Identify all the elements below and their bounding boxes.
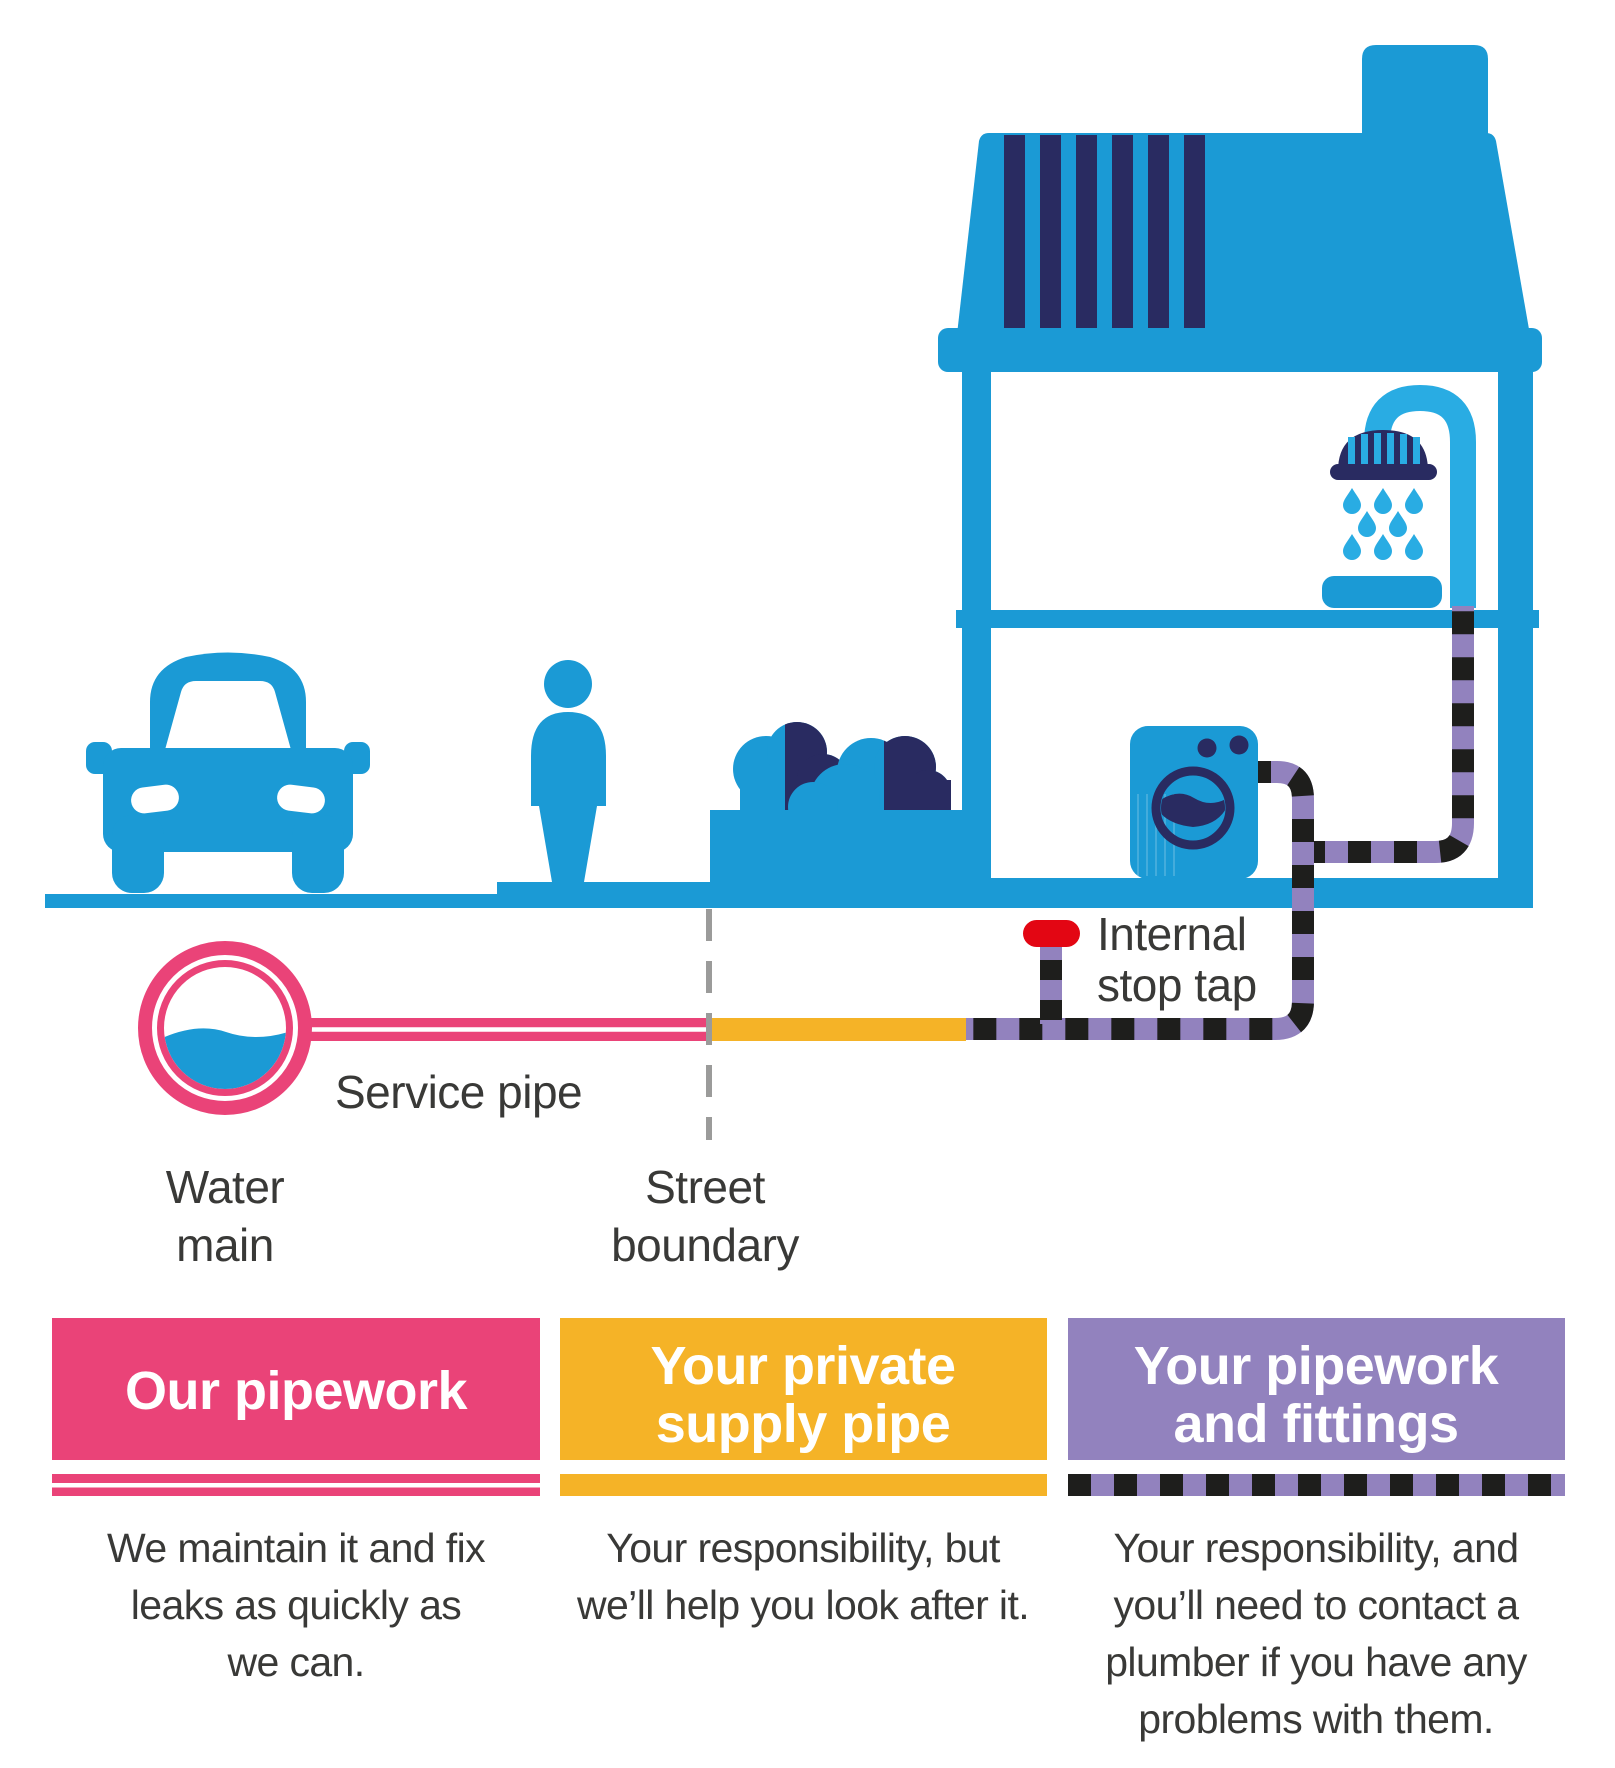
legend: Our pipework We maintain it and fix leak… — [52, 1318, 1565, 1742]
shower-head-stripes — [1348, 433, 1420, 467]
legend-box-purple — [1068, 1318, 1565, 1460]
washing-machine-knob — [1197, 738, 1217, 758]
house-icon — [938, 45, 1542, 878]
legend-title: Our pipework — [125, 1361, 469, 1421]
legend-pipe-sample-yellow — [560, 1474, 1047, 1496]
shower-pipe — [1364, 384, 1476, 608]
water-main-label: main — [176, 1219, 274, 1271]
house-floor — [956, 610, 1539, 628]
shower-head-base — [1330, 464, 1437, 480]
legend-box-pink — [52, 1318, 540, 1460]
chimney — [1362, 45, 1488, 140]
person-head — [544, 660, 592, 708]
legend-item-private-supply-pipe: Your private supply pipe Your responsibi… — [560, 1318, 1047, 1628]
legend-title: and fittings — [1174, 1394, 1459, 1454]
car-wheel-left — [112, 815, 164, 893]
water-main-label: Water — [166, 1161, 285, 1213]
legend-title: Your private — [650, 1336, 955, 1396]
washing-machine-water — [1161, 793, 1225, 827]
legend-title: Your pipework — [1134, 1336, 1500, 1396]
legend-description: Your responsibility, and — [1114, 1525, 1519, 1571]
legend-box-yellow — [560, 1318, 1047, 1460]
person-icon — [531, 660, 606, 882]
car-headlight-right — [277, 784, 325, 814]
water-main-icon — [138, 941, 312, 1115]
car-underbody-gap — [166, 852, 290, 894]
service-pipe-label: Service pipe — [335, 1066, 582, 1118]
diagram-labels: Service pipe Water main Street boundary … — [166, 908, 1257, 1271]
legend-description: we’ll help you look after it. — [576, 1582, 1029, 1628]
legend-description: We maintain it and fix — [107, 1525, 486, 1571]
shower-icon — [1322, 384, 1476, 608]
washing-machine-icon — [1130, 726, 1258, 879]
garden-wall — [710, 810, 962, 908]
street-boundary-label: Street — [645, 1161, 765, 1213]
stop-tap-icon — [1023, 920, 1080, 947]
roof-tiles — [1004, 135, 1205, 328]
legend-description: plumber if you have any — [1105, 1639, 1528, 1685]
legend-title: supply pipe — [656, 1394, 951, 1454]
house-ground — [962, 878, 1533, 908]
internal-stop-tap-label: stop tap — [1097, 959, 1257, 1011]
washing-machine-drum — [1151, 766, 1235, 850]
roof — [955, 133, 1533, 352]
legend-description: you’ll need to contact a — [1114, 1582, 1520, 1628]
legend-description: Your responsibility, but — [606, 1525, 1001, 1571]
street-boundary-label: boundary — [611, 1219, 799, 1271]
internal-pipework — [966, 606, 1474, 1040]
legend-pipe-sample-pink-line — [52, 1483, 540, 1488]
legend-description: problems with them. — [1138, 1696, 1493, 1742]
shower-droplets — [1343, 488, 1423, 560]
legend-item-our-pipework: Our pipework We maintain it and fix leak… — [52, 1318, 540, 1685]
washing-machine-knob — [1229, 735, 1249, 755]
internal-stop-tap-label: Internal — [1097, 908, 1246, 960]
car-headlight-left — [131, 784, 179, 814]
legend-description: leaks as quickly as — [131, 1582, 462, 1628]
roof-eave — [938, 328, 1542, 372]
shower-tray — [1322, 576, 1442, 608]
ground — [45, 810, 1533, 908]
legend-description: we can. — [226, 1639, 364, 1685]
car-icon — [86, 652, 370, 894]
car-wheel-right — [292, 815, 344, 893]
person-body — [531, 712, 606, 882]
legend-item-pipework-and-fittings: Your pipework and fittings Your responsi… — [1068, 1318, 1565, 1742]
car-body — [103, 748, 353, 852]
car-windshield — [163, 681, 293, 757]
